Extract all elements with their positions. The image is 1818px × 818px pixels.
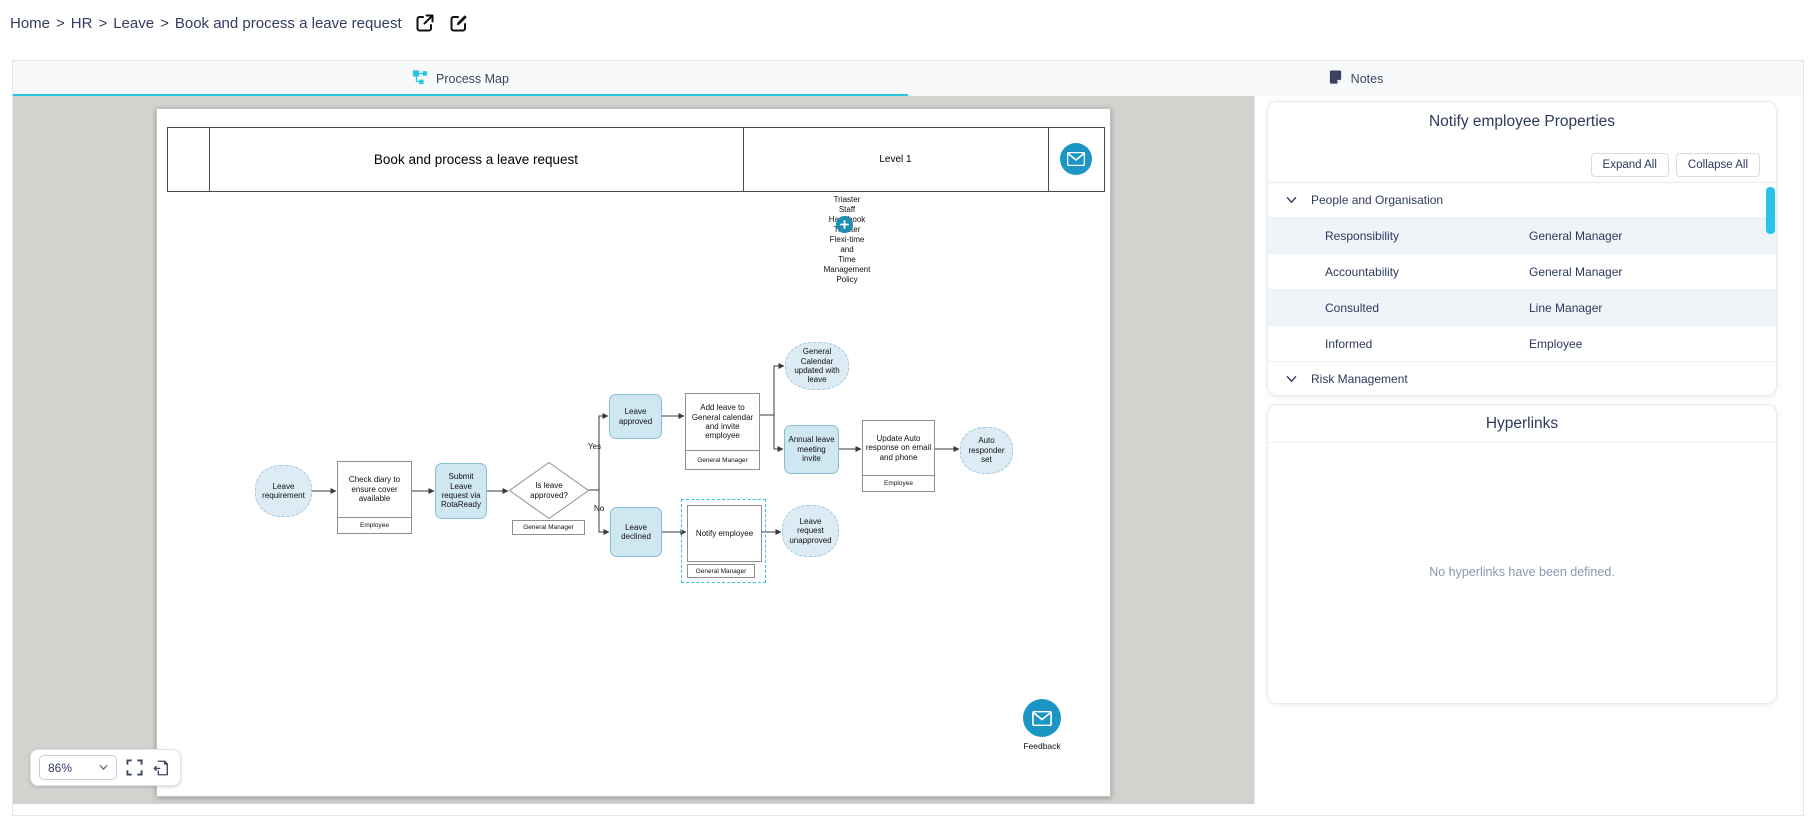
- activity-text: Add leave to General calendar and invite…: [691, 403, 754, 441]
- edge-label: Yes: [587, 442, 601, 451]
- role-label: General Manager: [512, 520, 585, 535]
- decision-text: Is leave approved?: [530, 481, 568, 500]
- property-label: Consulted: [1325, 300, 1380, 315]
- hyperlinks-empty-message: No hyperlinks have been defined.: [1429, 565, 1615, 579]
- flow-connectors: [312, 363, 960, 535]
- tab-notes-label: Notes: [1350, 71, 1384, 86]
- property-value: Employee: [1529, 336, 1583, 351]
- breadcrumb-separator: >: [160, 14, 169, 32]
- breadcrumb-item[interactable]: Home: [10, 14, 51, 32]
- chevron-down-icon: [99, 764, 108, 771]
- print-button[interactable]: [152, 759, 170, 777]
- notes-icon: [1328, 69, 1343, 88]
- attachment-plus-icon[interactable]: [836, 216, 853, 233]
- breadcrumb-separator: >: [98, 14, 108, 32]
- breadcrumb-separator: >: [56, 14, 65, 32]
- diagram-header-table: Book and process a leave request Level 1: [167, 127, 1105, 192]
- properties-panel: Notify employee Properties Expand All Co…: [1267, 101, 1777, 396]
- property-value: General Manager: [1529, 264, 1623, 279]
- role-label: General Manager: [686, 450, 759, 469]
- leave-approved[interactable]: Leave approved: [609, 394, 662, 439]
- property-row: Responsibility General Manager: [1268, 217, 1776, 253]
- leave-declined[interactable]: Leave declined: [610, 507, 662, 557]
- chevron-down-icon: [1286, 196, 1297, 204]
- section-header[interactable]: Risk Management: [1268, 361, 1776, 395]
- table-divider: [1048, 128, 1049, 191]
- breadcrumb: Home > HR > Leave > Book and process a leave r…: [10, 12, 470, 34]
- edit-icon[interactable]: [448, 12, 470, 34]
- property-label: Informed: [1325, 336, 1373, 351]
- activity-text: Check diary to ensure cover available: [348, 475, 401, 504]
- add-leave-to-calendar[interactable]: Add leave to General calendar and invite…: [685, 393, 760, 470]
- activity-text: Notify employee: [695, 528, 754, 538]
- role-label: Employee: [863, 475, 934, 491]
- diagram-sheet: Book and process a leave request Level 1…: [156, 108, 1111, 797]
- breadcrumb-item[interactable]: Leave: [113, 14, 155, 32]
- hyperlinks-panel: Hyperlinks No hyperlinks have been defin…: [1267, 404, 1777, 704]
- notify-employee[interactable]: Notify employee: [687, 505, 762, 562]
- content-area: Book and process a leave request Level 1…: [13, 96, 1803, 815]
- property-label: Responsibility: [1325, 228, 1400, 243]
- zoom-level-select[interactable]: 86%: [39, 755, 117, 780]
- properties-title: Notify employee Properties: [1428, 113, 1616, 130]
- email-icon[interactable]: [1060, 143, 1092, 175]
- feedback-label: Feedback: [1023, 741, 1061, 751]
- annual-leave-meeting-invite[interactable]: Annual leave meeting invite: [784, 425, 839, 474]
- tab-bar: Process Map Notes: [13, 61, 1803, 97]
- collapse-all-button[interactable]: Collapse All: [1675, 153, 1760, 177]
- tab-process-map-label: Process Map: [436, 71, 509, 86]
- fullscreen-button[interactable]: [126, 758, 143, 777]
- process-map-icon: [412, 69, 428, 88]
- breadcrumb-item[interactable]: Book and process a leave request: [174, 14, 402, 32]
- auto-responder-set[interactable]: Auto responder set: [960, 427, 1013, 474]
- tab-notes[interactable]: Notes: [908, 61, 1803, 96]
- breadcrumb-items: Home > HR > Leave > Book and process a leave r…: [10, 15, 402, 32]
- activity-text: Update Auto response on email and phone: [865, 433, 932, 462]
- property-row: Consulted Line Manager: [1268, 289, 1776, 325]
- selection-outline: [681, 499, 766, 583]
- breadcrumb-item[interactable]: HR: [70, 14, 93, 32]
- property-row: Informed Employee: [1268, 325, 1776, 361]
- expand-all-button[interactable]: Expand All: [1590, 153, 1669, 177]
- zoom-toolbar: 86%: [30, 749, 181, 786]
- diagram-title: Book and process a leave request: [373, 152, 579, 167]
- table-divider: [743, 128, 744, 191]
- main-container: Process Map Notes Book and process a lea…: [12, 60, 1804, 816]
- section-header[interactable]: People and Organisation: [1268, 183, 1776, 217]
- edge-label: No: [594, 504, 605, 513]
- property-value: General Manager: [1529, 228, 1623, 243]
- property-row: Accountability General Manager: [1268, 253, 1776, 289]
- share-icon[interactable]: [414, 12, 436, 34]
- table-divider: [209, 128, 210, 191]
- zoom-level-value: 86%: [48, 760, 73, 775]
- property-label: Accountability: [1325, 264, 1400, 279]
- tab-process-map[interactable]: Process Map: [13, 61, 908, 97]
- leave-request-unapproved[interactable]: Leave request unapproved: [782, 505, 839, 557]
- property-value: Line Manager: [1529, 300, 1603, 315]
- section-label: People and Organisation: [1311, 193, 1444, 207]
- is-leave-approved[interactable]: Is leave approved?: [509, 462, 589, 519]
- general-calendar-updated[interactable]: General Calendar updated with leave: [785, 342, 849, 390]
- scrollbar-thumb[interactable]: [1766, 187, 1775, 234]
- chevron-down-icon: [1286, 375, 1297, 383]
- properties-actions: Expand All Collapse All: [1590, 153, 1760, 177]
- role-label: Employee: [338, 517, 411, 533]
- feedback-button[interactable]: [1023, 699, 1061, 737]
- process-map-pane: Book and process a leave request Level 1…: [13, 96, 1255, 804]
- hyperlinks-title: Hyperlinks: [1268, 405, 1776, 443]
- leave-requirement[interactable]: Leave requirement: [255, 465, 312, 517]
- section-label: Risk Management: [1311, 372, 1408, 386]
- role-label: General Manager: [687, 564, 755, 578]
- diagram-level: Level 1: [879, 154, 912, 165]
- submit-leave-request[interactable]: Submit Leave request via RotaReady: [435, 463, 487, 519]
